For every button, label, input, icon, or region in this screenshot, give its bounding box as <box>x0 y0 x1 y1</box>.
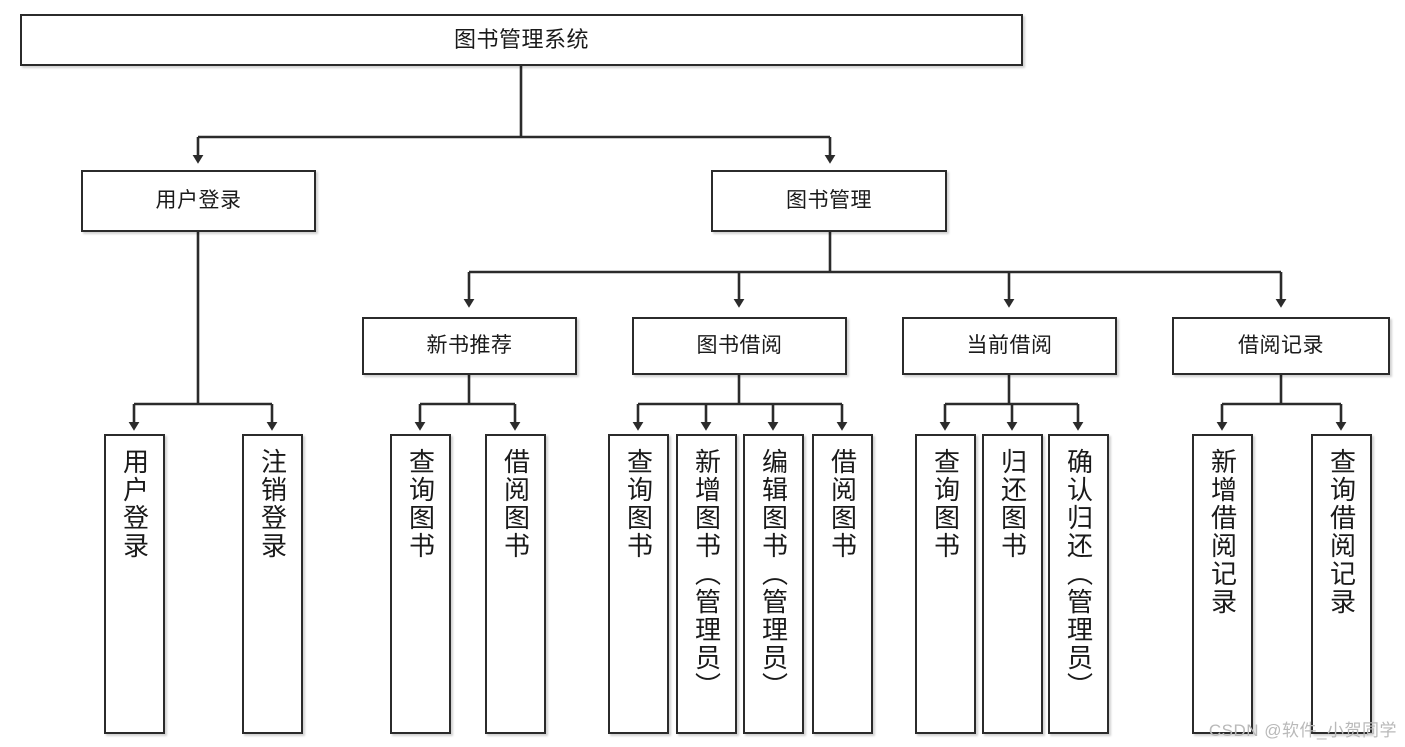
node-leaf-borrow-book-1-label: 借阅图书 <box>500 448 531 560</box>
node-leaf-query-record[interactable]: 查询借阅记录 <box>1311 434 1372 734</box>
node-borrow-record-label: 借阅记录 <box>1238 334 1324 358</box>
node-leaf-query-book-2[interactable]: 查询图书 <box>608 434 669 734</box>
node-borrow-record[interactable]: 借阅记录 <box>1172 317 1390 375</box>
node-book-management-label: 图书管理 <box>786 189 872 213</box>
node-leaf-query-record-label: 查询借阅记录 <box>1326 448 1357 616</box>
node-user-login[interactable]: 用户登录 <box>81 170 316 232</box>
node-root[interactable]: 图书管理系统 <box>20 14 1023 66</box>
node-user-login-label: 用户登录 <box>155 189 242 213</box>
node-leaf-query-book-2-label: 查询图书 <box>623 448 654 560</box>
node-leaf-return-book[interactable]: 归还图书 <box>982 434 1043 734</box>
node-leaf-confirm-return[interactable]: 确认归还（管理员） <box>1048 434 1109 734</box>
node-leaf-borrow-book-1[interactable]: 借阅图书 <box>485 434 546 734</box>
node-leaf-query-book-3[interactable]: 查询图书 <box>915 434 976 734</box>
node-leaf-user-logout-label: 注销登录 <box>257 448 288 560</box>
node-root-label: 图书管理系统 <box>453 26 589 52</box>
node-current-borrow[interactable]: 当前借阅 <box>902 317 1117 375</box>
node-leaf-confirm-return-label: 确认归还（管理员） <box>1063 448 1094 700</box>
node-leaf-user-login[interactable]: 用户登录 <box>104 434 165 734</box>
csdn-watermark: CSDN @软件_小贺同学 <box>1208 721 1397 740</box>
node-leaf-query-book-3-label: 查询图书 <box>930 448 961 560</box>
node-leaf-return-book-label: 归还图书 <box>997 448 1028 560</box>
node-leaf-add-record[interactable]: 新增借阅记录 <box>1192 434 1253 734</box>
node-leaf-edit-book[interactable]: 编辑图书（管理员） <box>743 434 804 734</box>
node-leaf-borrow-book-2-label: 借阅图书 <box>827 448 858 560</box>
node-new-book-recommend-label: 新书推荐 <box>426 334 513 358</box>
node-book-management[interactable]: 图书管理 <box>711 170 947 232</box>
node-current-borrow-label: 当前借阅 <box>966 334 1053 358</box>
node-leaf-borrow-book-2[interactable]: 借阅图书 <box>812 434 873 734</box>
node-leaf-query-book-1-label: 查询图书 <box>405 448 436 560</box>
node-leaf-add-record-label: 新增借阅记录 <box>1207 448 1238 616</box>
node-leaf-query-book-1[interactable]: 查询图书 <box>390 434 451 734</box>
node-leaf-user-logout[interactable]: 注销登录 <box>242 434 303 734</box>
node-leaf-add-book-label: 新增图书（管理员） <box>691 448 722 700</box>
node-leaf-add-book[interactable]: 新增图书（管理员） <box>676 434 737 734</box>
node-leaf-user-login-label: 用户登录 <box>119 448 150 560</box>
node-leaf-edit-book-label: 编辑图书（管理员） <box>758 448 789 700</box>
node-book-borrow-label: 图书借阅 <box>696 334 783 358</box>
node-new-book-recommend[interactable]: 新书推荐 <box>362 317 577 375</box>
node-book-borrow[interactable]: 图书借阅 <box>632 317 847 375</box>
